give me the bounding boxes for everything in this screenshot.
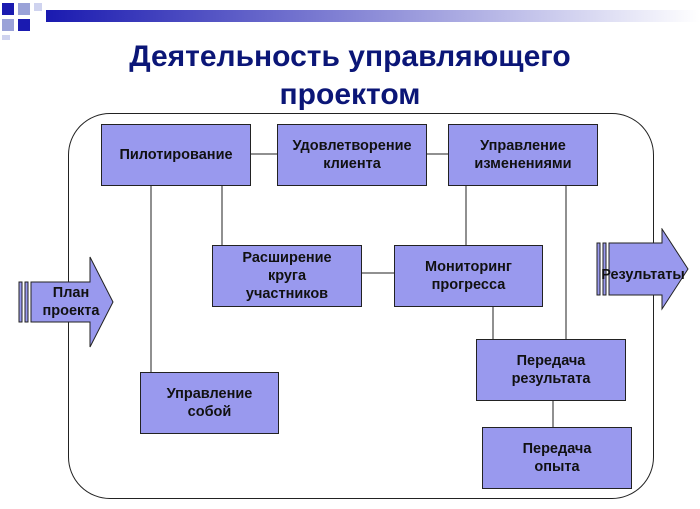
output-arrow (596, 228, 689, 311)
box-piloting: Пилотирование (101, 124, 251, 186)
box-client-satisfaction: Удовлетворение клиента (277, 124, 427, 186)
corner-decoration (0, 0, 700, 40)
box-stakeholder-expansion: Расширение круга участников (212, 245, 362, 307)
input-arrow-label: План проекта (42, 285, 100, 319)
slide-title: Деятельность управляющего проектом (129, 40, 571, 111)
box-progress-monitoring: Мониторинг прогресса (394, 245, 543, 307)
box-experience-transfer: Передача опыта (482, 427, 632, 489)
output-arrow-label: Результаты (601, 267, 685, 283)
box-change-management: Управление изменениями (448, 124, 598, 186)
box-result-transfer: Передача результата (476, 339, 626, 401)
input-arrow (18, 256, 114, 348)
box-self-management: Управление собой (140, 372, 279, 434)
